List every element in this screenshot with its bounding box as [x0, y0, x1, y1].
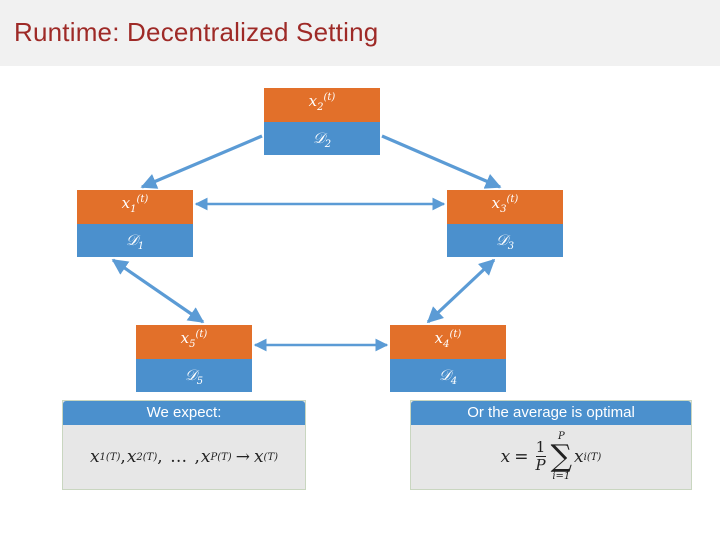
node-3[interactable]: x3(t) 𝒟3	[447, 190, 563, 257]
node-4-iterate-label: x4(t)	[434, 329, 462, 350]
node-1-iterate-label: x1(t)	[121, 194, 149, 215]
node-3-dataset-band: 𝒟3	[447, 224, 563, 257]
node-5-iterate-band: x5(t)	[136, 325, 252, 359]
edge-node2-node3	[381, 134, 502, 189]
callout-we-expect-caption: We expect:	[63, 401, 305, 425]
node-2-iterate-label: x2(t)	[308, 92, 336, 113]
title-band	[0, 0, 720, 66]
node-2[interactable]: x2(t) 𝒟2	[264, 88, 380, 155]
node-2-dataset-band: 𝒟2	[264, 122, 380, 155]
callout-average-optimal-caption: Or the average is optimal	[411, 401, 691, 425]
node-4-dataset-band: 𝒟4	[390, 359, 506, 392]
node-2-dataset-label: 𝒟2	[312, 129, 332, 150]
summation-operator: P ∑ i=1	[550, 431, 573, 482]
node-3-dataset-label: 𝒟3	[495, 231, 515, 252]
node-3-iterate-band: x3(t)	[447, 190, 563, 224]
node-1-iterate-band: x1(t)	[77, 190, 193, 224]
page-title: Runtime: Decentralized Setting	[14, 17, 379, 47]
node-2-iterate-band: x2(t)	[264, 88, 380, 122]
node-4-iterate-band: x4(t)	[390, 325, 506, 359]
edge-node2-node1	[140, 134, 263, 189]
node-5-dataset-label: 𝒟5	[184, 366, 204, 387]
node-1-dataset-label: 𝒟1	[125, 231, 145, 252]
edge-node1-node5	[111, 258, 205, 324]
callout-average-optimal[interactable]: Or the average is optimal x = 1 P P ∑ i=…	[410, 400, 692, 490]
fraction-one-over-p: 1 P	[535, 438, 546, 474]
node-3-iterate-label: x3(t)	[491, 194, 519, 215]
node-5-iterate-label: x5(t)	[180, 329, 208, 350]
edge-node3-node4	[426, 258, 496, 324]
node-5-dataset-band: 𝒟5	[136, 359, 252, 392]
node-1[interactable]: x1(t) 𝒟1	[77, 190, 193, 257]
arrow-layer	[111, 134, 502, 352]
node-4-dataset-label: 𝒟4	[438, 366, 458, 387]
node-4[interactable]: x4(t) 𝒟4	[390, 325, 506, 392]
node-5[interactable]: x5(t) 𝒟5	[136, 325, 252, 392]
node-1-dataset-band: 𝒟1	[77, 224, 193, 257]
network-diagram: x2(t) 𝒟2 x1(t) 𝒟1 x3(t) 𝒟3 x5(t) 𝒟5	[0, 66, 720, 540]
